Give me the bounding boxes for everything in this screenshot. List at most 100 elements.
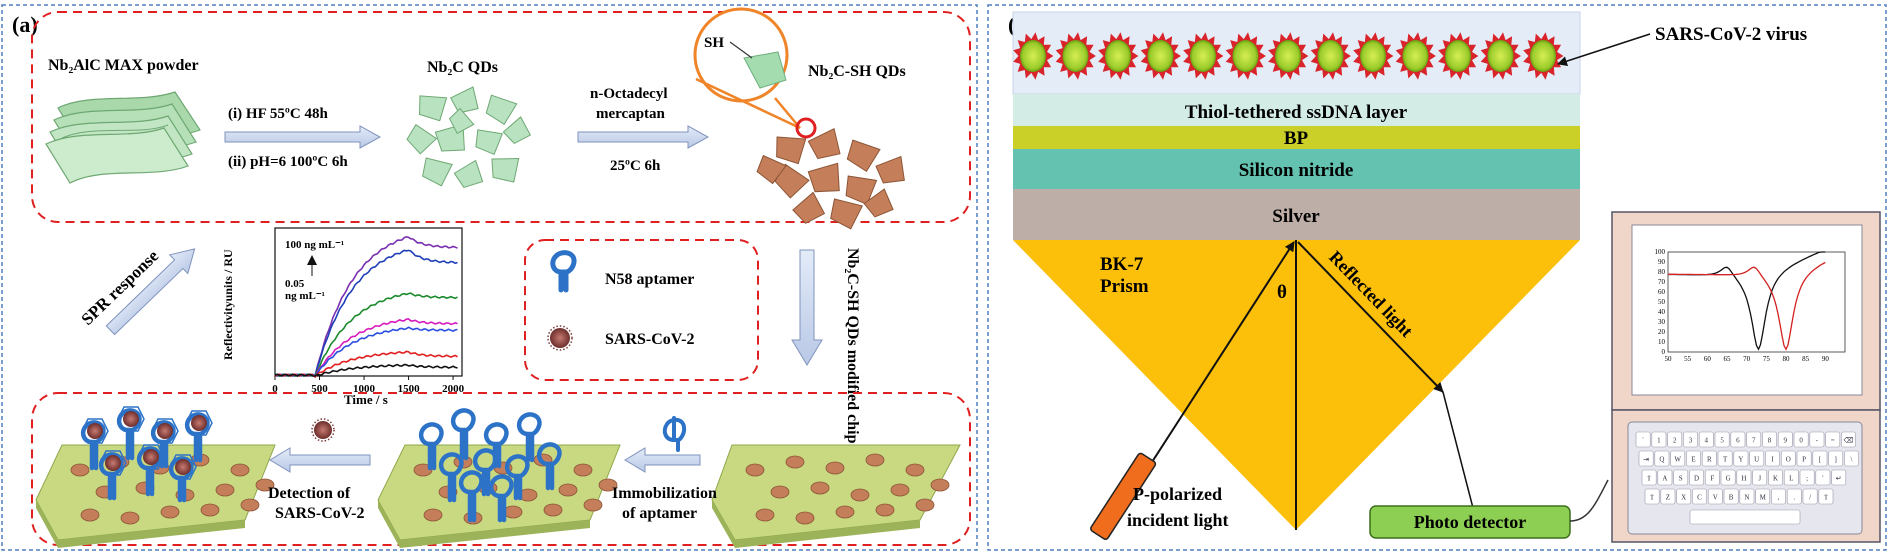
- inset-x-tick-label: 85: [1802, 355, 1810, 363]
- virus-particle: [1013, 32, 1054, 80]
- virus-particle: [1353, 32, 1394, 80]
- qd-on-chip: [240, 498, 260, 512]
- inset-x-tick-label: 75: [1763, 355, 1771, 363]
- aptamer-on-chip: [116, 408, 142, 461]
- qd-on-chip: [230, 463, 250, 477]
- qd-on-chip: [905, 463, 925, 477]
- keyboard-key: [1733, 450, 1749, 467]
- inset-y-tick-label: 80: [1658, 268, 1666, 276]
- inset-plot-area: [1667, 251, 1846, 353]
- keyboard-key: [1698, 431, 1714, 448]
- keyboard-key: [1799, 469, 1815, 486]
- panel-a-label: (a): [12, 12, 38, 37]
- virus-capture-cage: [169, 454, 197, 480]
- keyboard-key: [1796, 450, 1812, 467]
- keyboard-key-label: 5: [1720, 437, 1724, 445]
- virus-label: SARS-CoV-2 virus: [1655, 24, 1807, 45]
- virus-particle: [1395, 32, 1436, 80]
- keyboard-key-label: R: [1707, 456, 1712, 464]
- step2-line3: 25ºC 6h: [610, 158, 661, 174]
- virus-particle: [1268, 32, 1309, 80]
- sh-bond: [729, 41, 753, 59]
- virus-particle: [1480, 32, 1521, 80]
- inset-y-tick-label: 50: [1658, 298, 1666, 306]
- virus-particle: [1225, 32, 1266, 80]
- silicon-layer-label: Silicon nitride: [1239, 160, 1354, 181]
- keyboard-key-label: B: [1729, 494, 1734, 502]
- inset-x-tick-label: 90: [1822, 355, 1830, 363]
- sh-qds-label: Nb₂C-SH QDs: [808, 63, 906, 80]
- keyboard-key-label: 3: [1689, 437, 1693, 445]
- dna-layer-label: Thiol-tethered ssDNA layer: [1185, 102, 1408, 123]
- panel-b-border: [987, 4, 1887, 551]
- keyboard-key: [1654, 450, 1670, 467]
- qd-on-chip: [875, 503, 895, 517]
- inset-series-line: [1668, 261, 1826, 351]
- bound-virus: [123, 411, 139, 427]
- aptamer-on-chip: [136, 446, 162, 497]
- aptamer-on-chip: [418, 422, 444, 471]
- keyboard-key: [1683, 431, 1698, 448]
- keyboard-key-label: K: [1773, 475, 1778, 483]
- immobilization-line2: of aptamer: [622, 505, 697, 522]
- qd-on-chip: [583, 498, 603, 512]
- free-aptamer-icon: [662, 416, 687, 452]
- inset-y-tick-label: 20: [1658, 328, 1666, 336]
- keyboard-key: [1714, 431, 1730, 448]
- free-virus-icon: [311, 418, 335, 442]
- keyboard-key-label: 2: [1673, 437, 1677, 445]
- keyboard-key-label: V: [1713, 494, 1718, 502]
- virus-pointer: [1557, 33, 1651, 66]
- nb2c-qd: [448, 107, 475, 135]
- keyboard-key-label: -: [1816, 437, 1819, 445]
- qds-label: Nb₂C QDs: [427, 59, 498, 76]
- incident-line1: P-polarized: [1133, 484, 1222, 504]
- keyboard-key: [1635, 431, 1651, 448]
- virus-particle: [1140, 32, 1181, 80]
- qd-on-chip: [120, 511, 140, 525]
- bound-virus: [175, 459, 191, 475]
- inset-x-tick-label: 65: [1724, 355, 1732, 363]
- spr-annotation-low-1: 0.05: [285, 278, 305, 290]
- keyboard-key-label: T: [1723, 456, 1728, 464]
- keyboard-key-label: Z: [1666, 494, 1670, 502]
- virus-particle: [1183, 32, 1224, 80]
- incident-line2: incident light: [1127, 510, 1229, 530]
- keyboard-key: [1686, 450, 1701, 467]
- aptamer-on-chip: [472, 448, 498, 497]
- nb2c-qd: [453, 159, 484, 189]
- aptamer-on-chip: [150, 420, 176, 469]
- virus-capture-cage: [185, 410, 213, 436]
- keyboard-key: [1755, 488, 1771, 505]
- photo-detector-label: Photo detector: [1414, 512, 1526, 532]
- aptamer-on-chip: [536, 442, 562, 491]
- inset-x-tick-label: 80: [1783, 355, 1791, 363]
- keyboard-key-label: 4: [1705, 437, 1709, 445]
- keyboard-key-label: =: [1831, 437, 1835, 445]
- keyboard-key-label: U: [1754, 456, 1759, 464]
- theta-label: θ: [1277, 282, 1287, 303]
- keyboard-key: [1667, 431, 1683, 448]
- keyboard-key-label: ⌫: [1844, 437, 1854, 445]
- nb2c-qd: [502, 116, 532, 145]
- keyboard-key: [1707, 488, 1723, 505]
- keyboard-key: [1739, 488, 1755, 505]
- qd-on-chip: [785, 455, 805, 469]
- aptamer-on-chip: [458, 470, 484, 523]
- keyboard-key: [1749, 450, 1765, 467]
- bound-virus: [157, 423, 173, 439]
- keyboard-key: [1752, 469, 1768, 486]
- inset-x-tick-label: 70: [1743, 355, 1751, 363]
- nb2c-qd: [475, 129, 504, 156]
- qd-on-chip: [755, 508, 775, 522]
- keyboard-key: [1783, 469, 1799, 486]
- keyboard-key-label: 1: [1657, 437, 1661, 445]
- virus-capture-cage: [151, 418, 179, 444]
- qd-on-chip: [930, 478, 950, 492]
- keyboard-key-label: J: [1758, 475, 1761, 483]
- chip-aptamer: [377, 408, 621, 548]
- nb2c-sh-qd: [846, 139, 881, 173]
